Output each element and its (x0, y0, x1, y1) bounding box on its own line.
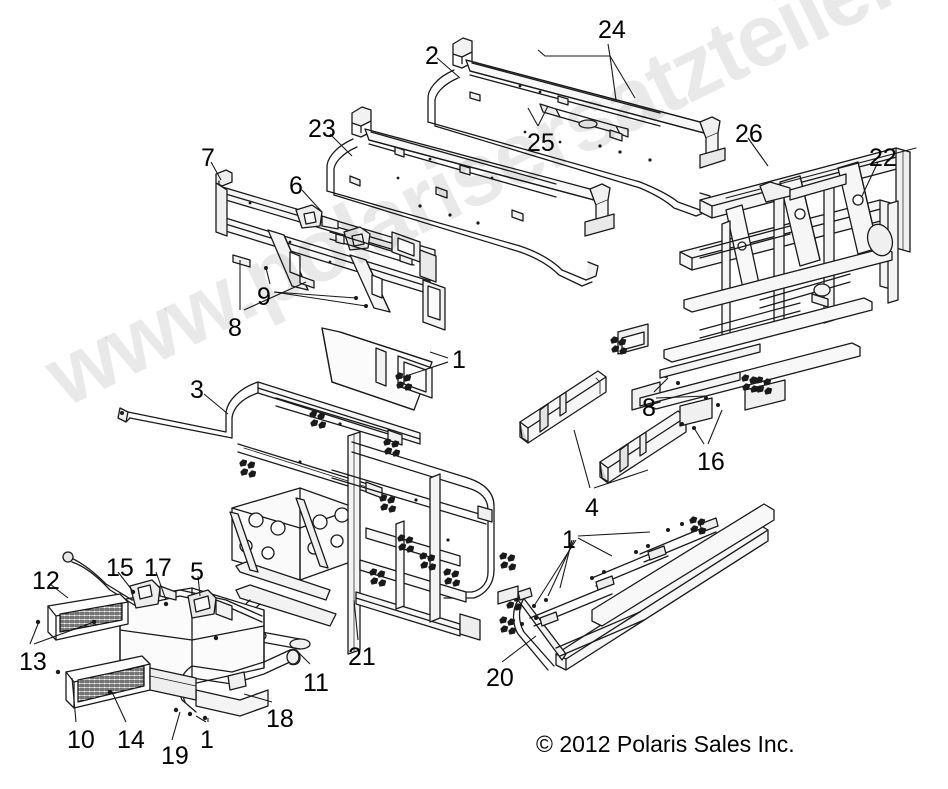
part-4-rocker-panels (519, 370, 687, 484)
callout-26: 26 (735, 120, 763, 148)
callout-8-left: 8 (228, 314, 242, 342)
callout-10: 10 (67, 726, 95, 754)
callout-25: 25 (527, 129, 555, 157)
callout-4: 4 (585, 494, 599, 522)
callout-2: 2 (425, 42, 439, 70)
callout-17: 17 (144, 554, 172, 582)
callout-15: 15 (106, 554, 134, 582)
callout-13: 13 (19, 648, 47, 676)
part-7-mid-frame-rail-assembly (215, 169, 446, 331)
front-bumper-assembly (35, 551, 301, 721)
callout-6: 6 (289, 172, 303, 200)
callout-20: 20 (486, 664, 514, 692)
callout-21: 21 (348, 643, 376, 671)
callout-22: 22 (869, 144, 897, 172)
callout-24: 24 (598, 16, 626, 44)
callout-1-lower: 1 (562, 526, 576, 554)
part-21-center-chassis (229, 431, 523, 655)
part-2-upper-rail-frame (427, 37, 726, 217)
callout-18: 18 (266, 705, 294, 733)
callout-23: 23 (308, 115, 336, 143)
callout-11: 11 (303, 669, 329, 697)
part-23-lower-rail-frame (326, 106, 615, 287)
callout-16: 16 (697, 448, 725, 476)
part-20-lower-rear-rails (497, 503, 775, 671)
callout-5: 5 (190, 558, 204, 586)
part-22-rear-frame-assembly (610, 147, 917, 430)
copyright-notice: © 2012 Polaris Sales Inc. (536, 731, 795, 757)
callout-14: 14 (117, 726, 145, 754)
leader-lines (29, 43, 879, 741)
callout-7: 7 (201, 144, 215, 172)
callout-12: 12 (32, 567, 60, 595)
callout-1-upper: 1 (452, 346, 466, 374)
callout-19: 19 (161, 742, 189, 770)
callout-1-bumper: 1 (200, 726, 214, 754)
callout-8-right: 8 (642, 394, 656, 422)
callout-9: 9 (257, 283, 271, 311)
callout-3: 3 (190, 376, 204, 404)
part-3-cargo-support-frame (117, 327, 433, 499)
